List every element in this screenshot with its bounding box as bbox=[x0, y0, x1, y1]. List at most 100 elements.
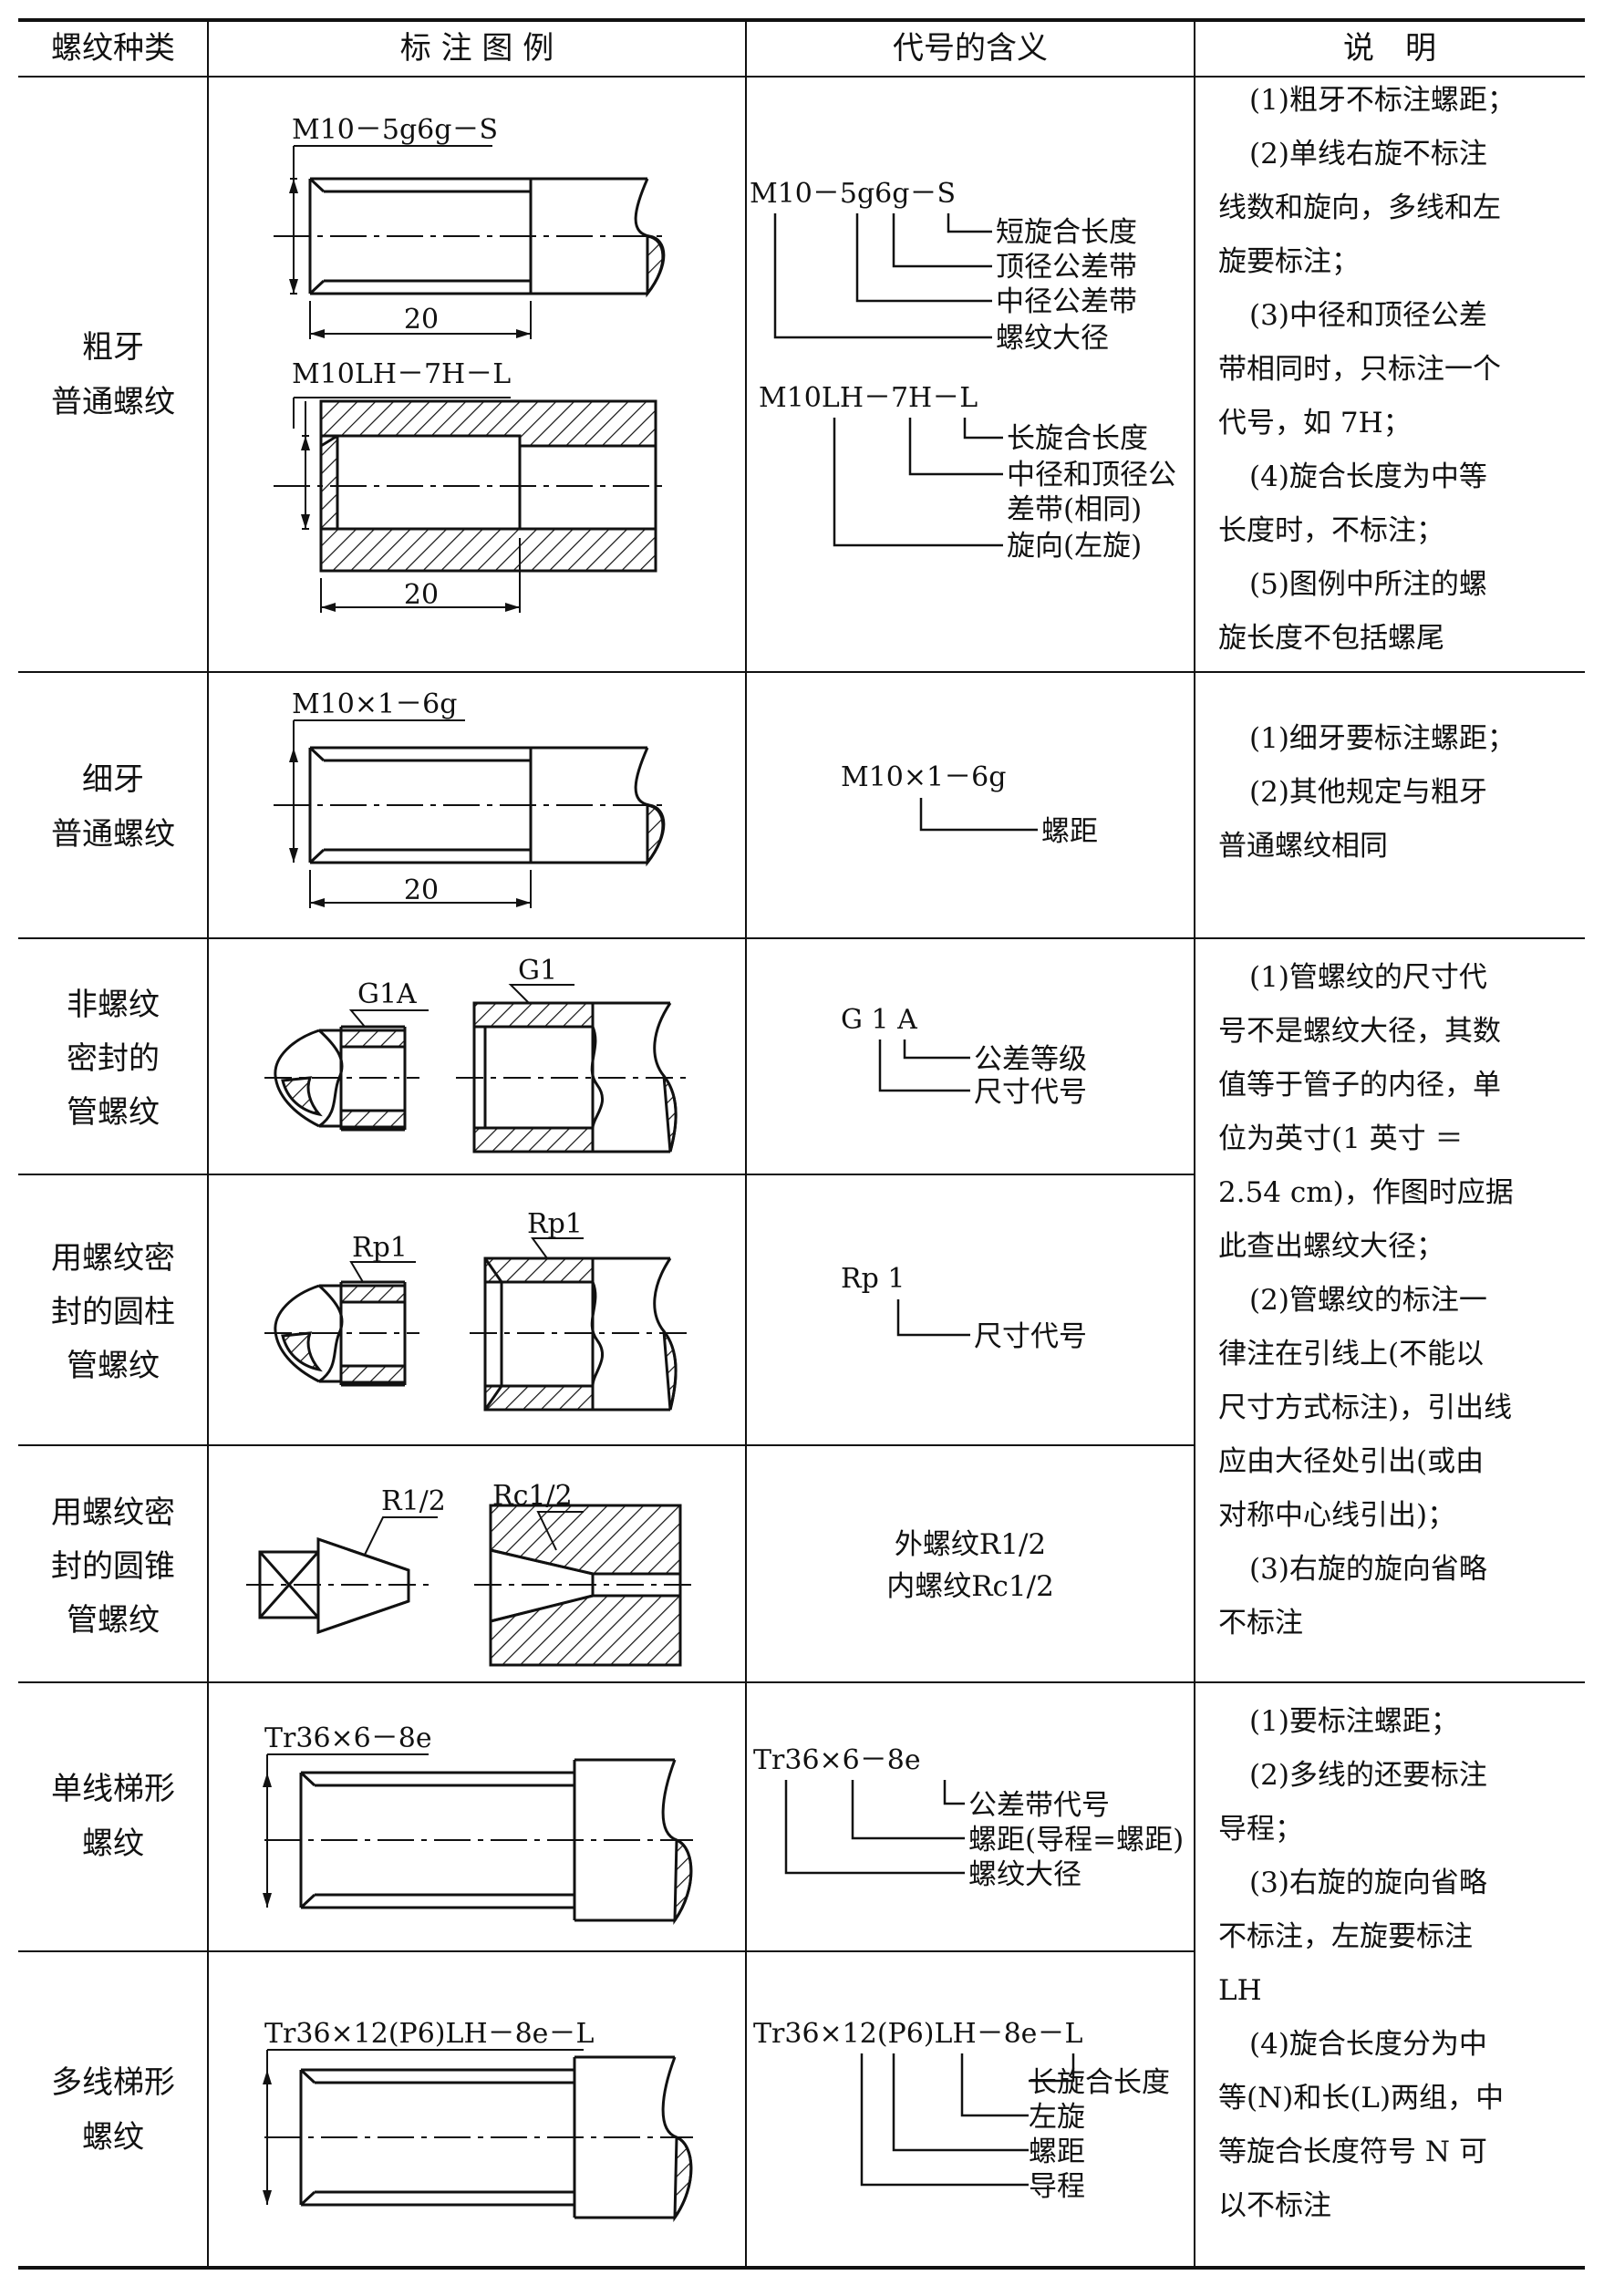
category-coarse-2: 普通螺纹 bbox=[51, 384, 175, 420]
category-rp-3: 管螺纹 bbox=[67, 1348, 160, 1384]
note-line-pipe-9: 尺寸方式标注)，引出线 bbox=[1218, 1391, 1512, 1424]
label-g-external: G1A bbox=[357, 978, 417, 1010]
code-tr-single-item-1: 公差带代号 bbox=[968, 1789, 1110, 1822]
code-g: G 1 A 公差等级 尺寸代号 bbox=[841, 1004, 1087, 1109]
category-rp-2: 封的圆柱 bbox=[51, 1294, 175, 1330]
code-coarse-ext-item-3: 中径公差带 bbox=[996, 285, 1137, 318]
note-line-trap-9: 等旋合长度符号 N 可 bbox=[1218, 2136, 1487, 2168]
code-tr-single-item-2: 螺距(导程=螺距) bbox=[968, 1824, 1184, 1856]
note-line-coarse-9: 长度时，不标注； bbox=[1218, 514, 1444, 547]
note-line-pipe-3: 值等于管子的内径，单 bbox=[1218, 1069, 1501, 1101]
note-line-pipe-1: (1)管螺纹的尺寸代 bbox=[1249, 961, 1487, 994]
code-tr-multi-item-3: 螺距 bbox=[1029, 2136, 1085, 2168]
dim-coarse-external: 20 bbox=[404, 304, 439, 336]
label-g-internal: G1 bbox=[518, 955, 557, 987]
code-coarse-int-text: M10LH－7H－L bbox=[759, 382, 978, 414]
label-rp-external: Rp1 bbox=[352, 1232, 408, 1264]
code-coarse-ext: M10－5g6g－S 短旋合长度 顶径公差带 中径公差带 螺纹大径 bbox=[750, 178, 1137, 355]
note-line-coarse-3: 线数和旋向，多线和左 bbox=[1218, 191, 1501, 224]
code-tr-single-item-3: 螺纹大径 bbox=[968, 1858, 1081, 1891]
figure-rp-internal: Rp1 bbox=[470, 1208, 688, 1412]
figure-coarse-internal: M10LH－7H－L 20 bbox=[274, 358, 666, 613]
note-line-pipe-10: 应由大径处引出(或由 bbox=[1218, 1445, 1484, 1478]
code-coarse-ext-item-4: 螺纹大径 bbox=[996, 322, 1109, 355]
category-tr-multi-2: 螺纹 bbox=[82, 2119, 144, 2156]
label-rp-internal: Rp1 bbox=[527, 1208, 583, 1240]
note-line-trap-8: 等(N)和长(L)两组，中 bbox=[1218, 2082, 1504, 2115]
code-coarse-int-item-1: 长旋合长度 bbox=[1007, 422, 1148, 455]
note-line-trap-3: 导程； bbox=[1218, 1813, 1303, 1846]
note-line-trap-7: (4)旋合长度分为中 bbox=[1249, 2028, 1487, 2061]
note-line-coarse-10: (5)图例中所注的螺 bbox=[1249, 568, 1487, 601]
table-header: 螺纹种类 标 注 图 例 代号的含义 说 明 bbox=[51, 30, 1436, 67]
code-coarse-ext-text: M10－5g6g－S bbox=[750, 178, 956, 210]
category-tr-single-2: 螺纹 bbox=[82, 1825, 144, 1862]
code-coarse-int-item-3: 差带(相同) bbox=[1007, 493, 1142, 526]
label-rc-internal: Rc1/2 bbox=[492, 1480, 573, 1512]
code-coarse-ext-item-1: 短旋合长度 bbox=[996, 216, 1137, 249]
note-line-pipe-7: (2)管螺纹的标注一 bbox=[1249, 1284, 1487, 1317]
code-tr-single: Tr36×6－8e 公差带代号 螺距(导程=螺距) 螺纹大径 bbox=[753, 1744, 1184, 1891]
code-tr-multi-text: Tr36×12(P6)LH－8e－L bbox=[753, 2018, 1082, 2050]
code-g-text: G 1 A bbox=[841, 1004, 917, 1036]
code-tr-multi-item-4: 导程 bbox=[1029, 2170, 1085, 2203]
dim-fine-external: 20 bbox=[404, 874, 439, 906]
note-line-coarse-1: (1)粗牙不标注螺距； bbox=[1249, 84, 1516, 117]
figures: M10－5g6g－S 20 M10LH－7H－L 20 bbox=[246, 114, 693, 2222]
code-fine: M10×1－6g 螺距 bbox=[841, 761, 1098, 848]
code-fine-item-1: 螺距 bbox=[1041, 815, 1098, 848]
header-type: 螺纹种类 bbox=[51, 30, 175, 67]
table-grid bbox=[18, 18, 1585, 2270]
figure-tr-single: Tr36×6－8e bbox=[263, 1722, 693, 1925]
note-line-pipe-11: 对称中心线引出)； bbox=[1218, 1499, 1455, 1532]
code-tr-multi: Tr36×12(P6)LH－8e－L 长旋合长度 左旋 螺距 导程 bbox=[753, 2018, 1170, 2203]
code-coarse-int-item-2: 中径和顶径公 bbox=[1007, 459, 1176, 491]
code-coarse-ext-item-2: 顶径公差带 bbox=[996, 251, 1137, 284]
category-fine-1: 细牙 bbox=[82, 761, 144, 798]
note-line-trap-6: LH bbox=[1218, 1974, 1262, 2007]
label-coarse-internal: M10LH－7H－L bbox=[292, 358, 511, 390]
category-tr-single-1: 单线梯形 bbox=[51, 1771, 175, 1807]
figure-coarse-external: M10－5g6g－S 20 bbox=[274, 114, 666, 339]
category-tr-multi-1: 多线梯形 bbox=[51, 2064, 175, 2101]
note-line-pipe-6: 此查出螺纹大径； bbox=[1218, 1230, 1444, 1263]
category-column: 粗牙 普通螺纹 细牙 普通螺纹 非螺纹 密封的 管螺纹 用螺纹密 封的圆柱 管螺… bbox=[51, 329, 175, 2156]
code-meaning-column: M10－5g6g－S 短旋合长度 顶径公差带 中径公差带 螺纹大径 M10LH－… bbox=[750, 178, 1184, 2203]
note-line-fine-2: (2)其他规定与粗牙 bbox=[1249, 776, 1487, 809]
category-pipe-2: 密封的 bbox=[67, 1040, 160, 1077]
code-rp-text: Rp 1 bbox=[841, 1263, 905, 1295]
header-notes: 说 明 bbox=[1343, 30, 1436, 67]
category-pipe-3: 管螺纹 bbox=[67, 1094, 160, 1131]
note-line-coarse-11: 旋长度不包括螺尾 bbox=[1218, 622, 1444, 655]
code-rc: 外螺纹R1/2 内螺纹Rc1/2 bbox=[886, 1528, 1054, 1603]
code-rp-item-1: 尺寸代号 bbox=[974, 1320, 1087, 1353]
note-line-pipe-4: 位为英寸(1 英寸 ＝ bbox=[1218, 1122, 1464, 1155]
note-line-coarse-5: (3)中径和顶径公差 bbox=[1249, 299, 1487, 332]
note-line-coarse-4: 旋要标注； bbox=[1218, 245, 1360, 278]
note-line-fine-1: (1)细牙要标注螺距； bbox=[1249, 722, 1516, 755]
header-meaning: 代号的含义 bbox=[893, 30, 1048, 67]
code-coarse-int-item-4: 旋向(左旋) bbox=[1007, 530, 1142, 563]
figure-tr-multi: Tr36×12(P6)LH－8e－L bbox=[263, 2018, 693, 2222]
category-rp-1: 用螺纹密 bbox=[51, 1240, 175, 1277]
label-tr-single: Tr36×6－8e bbox=[264, 1722, 432, 1754]
code-rc-line-2: 内螺纹Rc1/2 bbox=[886, 1570, 1054, 1603]
code-rc-line-1: 外螺纹R1/2 bbox=[895, 1528, 1046, 1561]
notes-trap: (1)要标注螺距；(2)多线的还要标注导程；(3)右旋的旋向省略不标注，左旋要标… bbox=[1218, 1705, 1504, 2222]
category-rc-3: 管螺纹 bbox=[67, 1602, 160, 1639]
note-line-trap-4: (3)右旋的旋向省略 bbox=[1249, 1867, 1487, 1899]
code-tr-multi-item-1: 长旋合长度 bbox=[1029, 2066, 1170, 2099]
note-line-pipe-5: 2.54 cm)，作图时应据 bbox=[1218, 1176, 1514, 1209]
label-tr-multi: Tr36×12(P6)LH－8e－L bbox=[264, 2018, 594, 2050]
dim-coarse-internal: 20 bbox=[404, 579, 439, 611]
figure-g-external: G1A bbox=[264, 978, 429, 1132]
note-line-coarse-8: (4)旋合长度为中等 bbox=[1249, 460, 1487, 493]
category-pipe-1: 非螺纹 bbox=[67, 987, 160, 1023]
code-tr-multi-item-2: 左旋 bbox=[1029, 2101, 1085, 2134]
code-coarse-int: M10LH－7H－L 长旋合长度 中径和顶径公 差带(相同) 旋向(左旋) bbox=[759, 382, 1176, 563]
note-line-trap-1: (1)要标注螺距； bbox=[1249, 1705, 1459, 1738]
note-line-coarse-2: (2)单线右旋不标注 bbox=[1249, 138, 1487, 171]
